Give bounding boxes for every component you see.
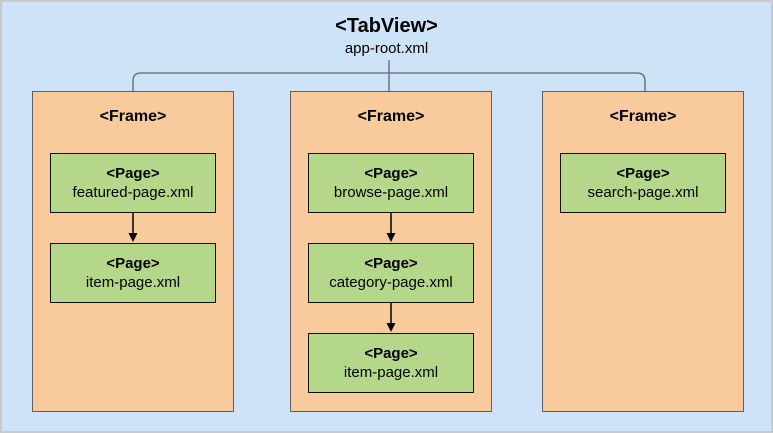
page-filename: featured-page.xml	[72, 184, 194, 201]
page-filename: category-page.xml	[329, 274, 453, 291]
page-label: <Page>	[364, 165, 418, 182]
page-node-search: <Page> search-page.xml	[560, 153, 726, 213]
page-filename: item-page.xml	[343, 364, 439, 381]
frame-label: <Frame>	[609, 108, 677, 125]
page-filename: browse-page.xml	[333, 184, 449, 201]
page-node-browse: <Page> browse-page.xml	[308, 153, 474, 213]
page-node-item-1: <Page> item-page.xml	[50, 243, 216, 303]
flow-arrow	[126, 213, 140, 243]
frame-node-1: <Frame> <Page> featured-page.xml <Page> …	[32, 91, 234, 412]
page-label: <Page>	[364, 255, 418, 272]
page-filename: item-page.xml	[85, 274, 181, 291]
root-node: <TabView> app-root.xml	[2, 2, 771, 59]
flow-arrow	[384, 303, 398, 333]
arrow-down-icon	[128, 213, 138, 242]
tabview-title: <TabView>	[335, 15, 438, 37]
tabview-filename: app-root.xml	[344, 40, 429, 57]
frame-node-3: <Frame> <Page> search-page.xml	[542, 91, 744, 412]
flow-arrow	[384, 213, 398, 243]
page-label: <Page>	[106, 165, 160, 182]
page-node-item-2: <Page> item-page.xml	[308, 333, 474, 393]
frame-node-2: <Frame> <Page> browse-page.xml <Page> ca…	[290, 91, 492, 412]
page-filename: search-page.xml	[587, 184, 699, 201]
page-label: <Page>	[364, 345, 418, 362]
page-node-featured: <Page> featured-page.xml	[50, 153, 216, 213]
page-label: <Page>	[616, 165, 670, 182]
page-node-category: <Page> category-page.xml	[308, 243, 474, 303]
frame-label: <Frame>	[99, 108, 167, 125]
arrow-down-icon	[386, 213, 396, 242]
arrow-down-icon	[386, 303, 396, 332]
page-label: <Page>	[106, 255, 160, 272]
frame-label: <Frame>	[357, 108, 425, 125]
